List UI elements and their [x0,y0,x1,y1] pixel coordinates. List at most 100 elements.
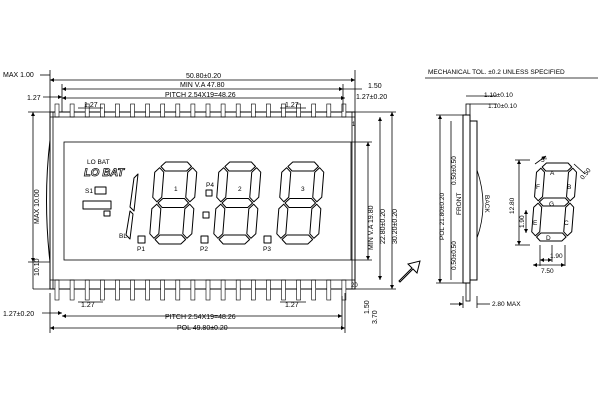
pin-bottom [326,279,332,301]
pin-top [205,103,211,118]
digit-1-segment-a [160,161,192,172]
dim-pol-49-80: POL 49.80±0.20 [177,325,228,332]
digit-3-segment-g [284,198,317,208]
s2-segment [82,200,112,210]
digit-2-segment-d [218,234,251,245]
side-seal-curve [476,169,484,239]
dim-1-27-a: 1.27 [84,102,98,109]
pin-bottom [130,279,135,301]
mechanical-tolerance-note: MECHANICAL TOL. ±0.2 UNLESS SPECIFIED [428,69,565,76]
digit-1-segment-f [152,167,165,203]
digit-2-segment-g [221,198,254,208]
s1-label: S1 [85,188,93,195]
viewing-area [63,141,352,261]
p4-label: P4 [206,182,214,189]
pin-top [311,103,317,118]
p4-upper-segment [205,189,213,197]
pin-top [220,103,226,118]
digit-1 [149,161,198,245]
lcd-display-content: LO BAT LO BAT S1 S2 BL 1 2 3 P1 P2 P3 P4 [82,159,325,253]
detail-digit-segment-a [541,162,573,172]
p4-lower-segment [202,211,210,219]
side-dim-1-10-a: 1.10±0.10 [484,92,513,99]
digit-detail: A B C D E F G 5° 0.50 12.80 1.90 1.90 7.… [509,155,593,275]
segment-label-b: B [567,184,571,191]
dim-22-80: 22.80±0.20 [380,209,387,244]
bl-segment-top [129,173,139,212]
lo-bat-small-label: LO BAT [87,159,110,166]
side-front-label: FRONT [456,193,463,215]
segment-label-e: E [533,220,538,227]
pin-bottom [235,279,241,301]
dim-1-27-020-top: 1.27±0.20 [356,94,387,101]
pin-top [160,103,165,118]
pin-top [115,103,120,118]
p2-label: P2 [200,246,208,253]
pin-bottom [281,279,286,301]
side-dim-pol-21-80: POL 21.80±0.20 [439,193,446,240]
pin-bottom [311,279,317,301]
pin-bottom [100,279,105,301]
dim-1-50-bottom: 1.50 [364,300,371,314]
glass-edge-curve [46,139,51,263]
front-view: 50.80±0.20 MIN V.A 47.80 1.50 PITCH 2.54… [3,70,399,333]
pin-top [341,103,347,118]
side-pin-top [465,103,471,116]
p1-label: P1 [137,246,145,253]
pin-top [145,103,150,118]
pin-bottom [160,279,165,301]
pin-bottom [296,279,301,301]
segment-label-c: C [564,220,569,227]
digit-1-segment-c [182,203,195,239]
pin-top [100,103,105,118]
digit-1-segment-e [149,203,162,239]
digit-3-segment-a [287,161,319,172]
lo-bat-segment-icon: LO BAT [84,167,125,179]
dim-1-27-left: 1.27 [27,95,41,102]
side-dim-1-10-b: 1.10±0.10 [488,103,517,110]
pin-bottom [175,279,181,301]
digit-3-segment-f [279,167,292,203]
digit-2-segment-b [249,167,262,203]
detail-digit-segment-b [566,167,578,202]
dim-1-50-top: 1.50 [368,83,382,90]
pin-bottom [145,279,150,301]
detail-dim-7-50: 7.50 [541,268,554,275]
detail-digit-segment-g [538,197,570,207]
p3-label: P3 [263,246,271,253]
dim-pitch-bottom: PITCH 2.54X19=48.26 [165,314,236,321]
digit-2-segment-c [246,203,259,239]
s2-small-segment [103,210,111,217]
top-pin-row [54,103,347,118]
digit-label-1: 1 [174,186,178,193]
detail-dim-0-50: 0.50 [579,167,593,181]
segment-label-g: G [549,201,554,208]
digit-1-segment-b [185,167,198,203]
pin-top [190,103,196,118]
bl-label: BL [119,233,127,240]
detail-digit-segment-c [563,202,575,237]
digit-3-segment-b [312,167,325,203]
p2-segment [200,235,209,244]
dim-pitch-top: PITCH 2.54X19=48.26 [165,92,236,99]
bl-segment-bottom [125,210,134,240]
dim-1-27-c: 1.27 [81,302,95,309]
digit-2-segment-a [224,161,256,172]
side-view: 1.10±0.10 1.10±0.10 POL 21.80±0.20 0.50±… [436,92,521,308]
digit-3-segment-e [276,203,289,239]
p3-segment [263,235,272,244]
pin-top [130,103,135,118]
glass-outline [49,111,356,290]
digit-label-3: 3 [301,186,305,193]
digit-label-2: 2 [238,186,242,193]
pin-label-1: 1 [352,122,356,128]
side-dim-0-50-a: 0.50±0.50 [451,156,458,185]
view-direction-arrow [398,260,421,283]
pin-top [326,103,332,118]
side-front-glass [462,114,471,284]
side-back-label: BACK [483,195,490,213]
pin-bottom [84,279,90,301]
bottom-pin-row [54,279,347,301]
detail-dim-1-90-vertical: 1.90 [519,215,526,228]
